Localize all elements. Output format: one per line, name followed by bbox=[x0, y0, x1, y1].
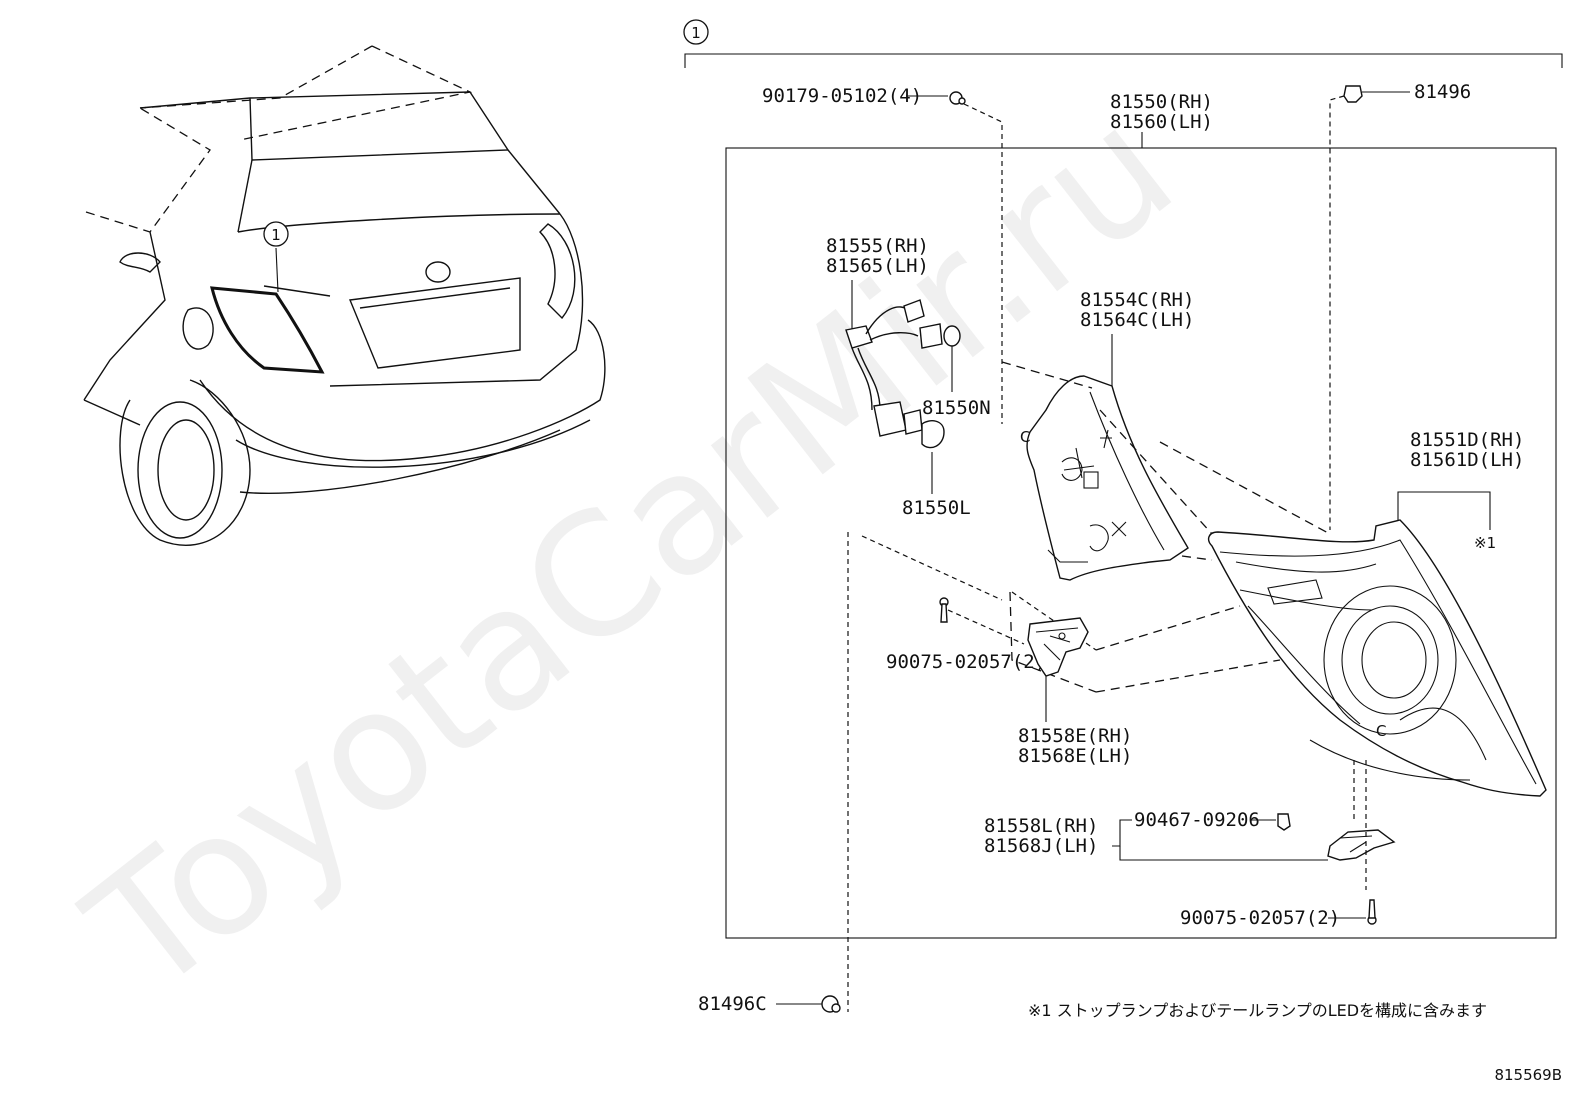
footnote-text: ※1 ストップランプおよびテールランプのLEDを構成に含みます bbox=[1028, 1001, 1487, 1020]
lens-reflector-81554c-icon: C bbox=[1020, 375, 1189, 581]
tail-lamp-housing-81551d-icon: C bbox=[1207, 519, 1547, 797]
label-90075-02057-a: 90075-02057(2) bbox=[886, 651, 1046, 673]
bracket-81558l-icon bbox=[1327, 829, 1396, 861]
vehicle-callout-circle bbox=[263, 221, 289, 247]
label-81496c: 81496C bbox=[698, 993, 767, 1015]
label-81568e-lh: 81568E(LH) bbox=[1018, 745, 1132, 767]
vehicle-callout-number: 1 bbox=[271, 226, 281, 244]
screw-90075-upper-icon bbox=[939, 597, 949, 623]
label-90467-09206: 90467-09206 bbox=[1134, 809, 1260, 831]
socket-wire-harness-icon bbox=[845, 299, 961, 449]
clip-90467-icon bbox=[1277, 813, 1291, 831]
label-81555-rh: 81555(RH) bbox=[826, 235, 929, 257]
label-81558l-rh: 81558L(RH) bbox=[984, 815, 1098, 837]
screw-90075-lower-icon bbox=[1367, 899, 1377, 925]
label-81554c-rh: 81554C(RH) bbox=[1080, 289, 1194, 311]
label-81550-rh: 81550(RH) bbox=[1110, 91, 1213, 113]
label-81564c-lh: 81564C(LH) bbox=[1080, 309, 1194, 331]
label-81496: 81496 bbox=[1414, 81, 1471, 103]
screw-90179-icon bbox=[949, 91, 966, 105]
clip-81496c-icon bbox=[821, 995, 841, 1013]
clip-81496-icon bbox=[1343, 85, 1363, 103]
label-81550n: 81550N bbox=[922, 397, 991, 419]
svg-text:C: C bbox=[1020, 428, 1030, 446]
watermark-text: ToyotaCarMir.ru bbox=[53, 70, 1208, 1032]
label-81550l: 81550L bbox=[902, 497, 971, 519]
label-90075-02057-b: 90075-02057(2) bbox=[1180, 907, 1340, 929]
label-81560-lh: 81560(LH) bbox=[1110, 111, 1213, 133]
label-81568j-lh: 81568J(LH) bbox=[984, 835, 1098, 857]
svg-text:C: C bbox=[1376, 722, 1386, 740]
label-81551d-rh: 81551D(RH) bbox=[1410, 429, 1524, 451]
label-81558e-rh: 81558E(RH) bbox=[1018, 725, 1132, 747]
vehicle-rear-view: 1 bbox=[83, 45, 606, 546]
bracket-81558e-icon bbox=[1027, 617, 1089, 677]
label-81561d-lh: 81561D(LH) bbox=[1410, 449, 1524, 471]
assembly-callout-number: 1 bbox=[691, 24, 701, 42]
exploded-view: 1 90179-05102(4) 81496 81550(RH) 81560(L… bbox=[683, 19, 1563, 1015]
label-90179-05102: 90179-05102(4) bbox=[762, 85, 922, 107]
highlighted-tail-lamp bbox=[210, 286, 325, 374]
assembly-callout-circle bbox=[683, 19, 709, 45]
label-81565-lh: 81565(LH) bbox=[826, 255, 929, 277]
lamp-assembly-box bbox=[725, 147, 1557, 939]
diagram-reference-number: 815569B bbox=[1494, 1066, 1562, 1084]
note-mark-1: ※1 bbox=[1474, 534, 1496, 552]
